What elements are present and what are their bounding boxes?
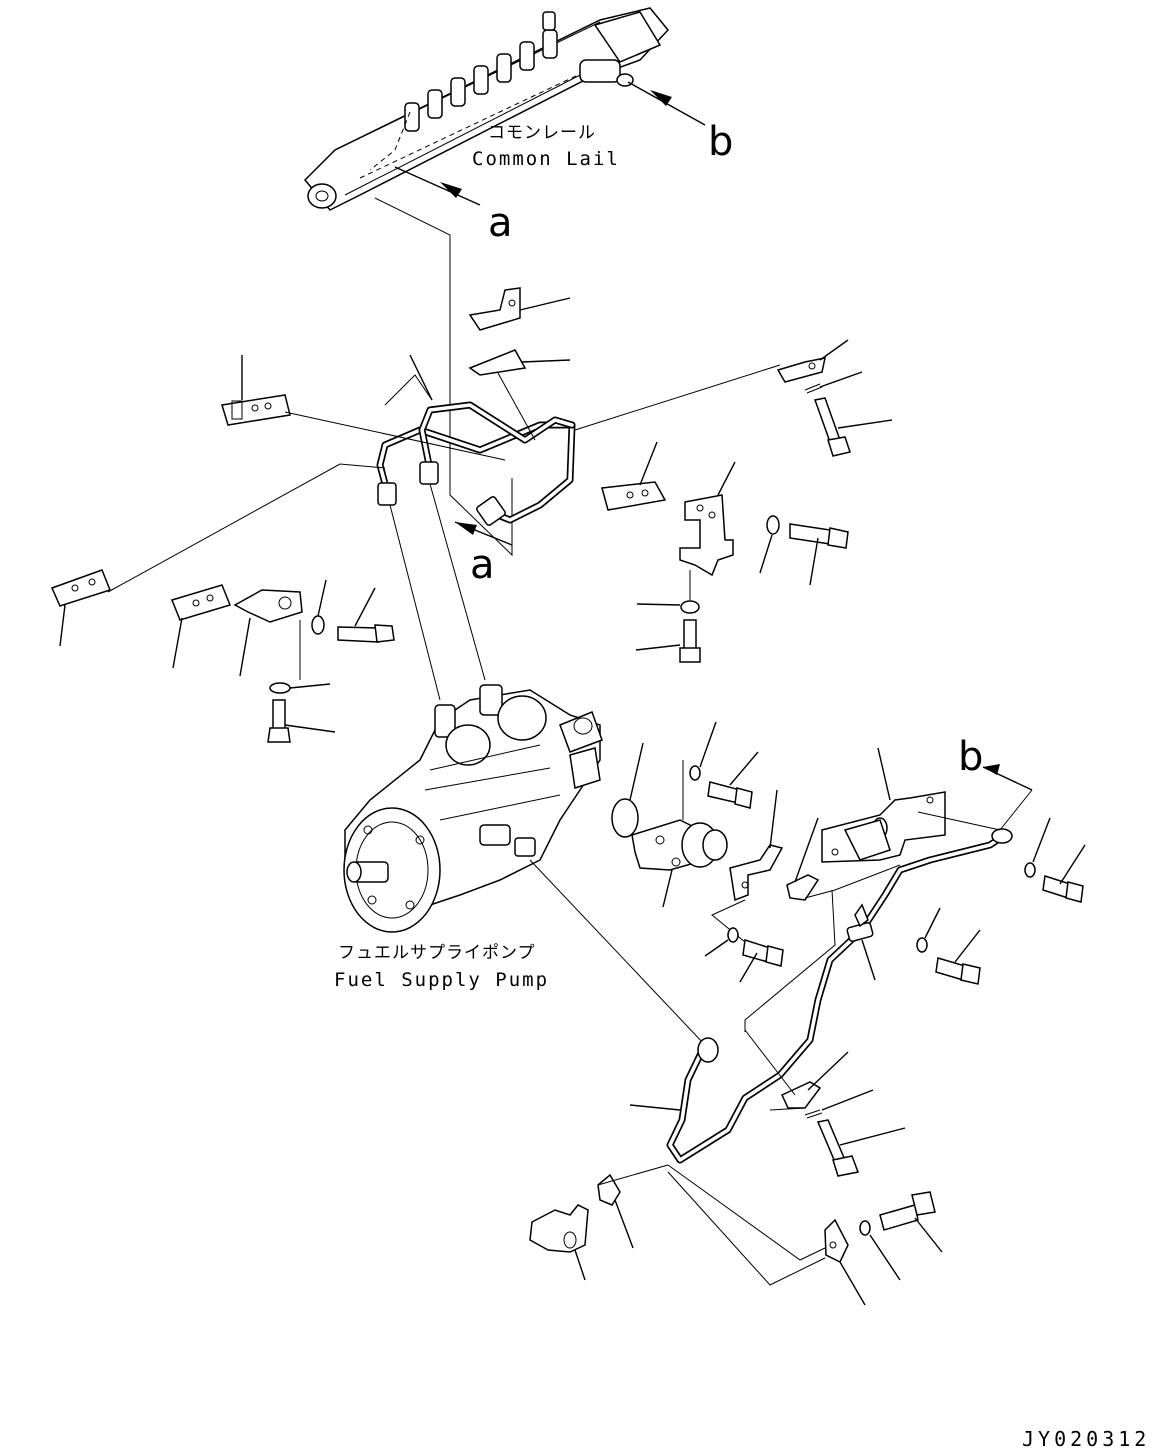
clip-small bbox=[786, 817, 901, 901]
washer-adapter bbox=[689, 721, 717, 781]
callout-b-top-letter: b bbox=[708, 119, 733, 165]
callout-b-mid-letter: b bbox=[958, 734, 983, 780]
bracket-adapter bbox=[711, 789, 784, 943]
spring-washer-right-upper bbox=[804, 371, 863, 394]
high-pressure-pipes bbox=[376, 401, 576, 701]
bracket-large bbox=[821, 747, 946, 863]
pump-label-en: Fuel Supply Pump bbox=[334, 969, 549, 991]
bolt-left bbox=[337, 587, 395, 643]
bolt-lower-right bbox=[816, 1119, 906, 1177]
callout-a-top-letter: a bbox=[488, 200, 513, 246]
callout-a-mid-letter: a bbox=[470, 542, 495, 588]
clamp-top-lower bbox=[468, 349, 571, 441]
callout-a-mid: a bbox=[454, 521, 513, 588]
washer-left bbox=[311, 579, 327, 635]
clamp-right-upper bbox=[574, 339, 849, 431]
fuel-adapter bbox=[631, 760, 728, 908]
pipe-clamp-left-mid bbox=[170, 584, 232, 669]
bolt-bracket-adapter bbox=[739, 939, 784, 983]
spring-washer-lower-right bbox=[804, 1089, 874, 1119]
callout-b-top: b bbox=[627, 81, 733, 165]
washer-right-upper bbox=[759, 515, 780, 574]
nut-right bbox=[636, 570, 700, 614]
leader-pipe-bracket bbox=[384, 374, 433, 406]
common-rail-label-en: Common Lail bbox=[472, 148, 620, 170]
o-ring bbox=[611, 742, 644, 838]
bolt-right-upper bbox=[814, 397, 893, 457]
clamp-right-mid bbox=[601, 441, 667, 511]
low-pressure-pipe bbox=[629, 811, 1013, 1164]
rail-injector-ports bbox=[404, 11, 558, 132]
clamp-bracket-left bbox=[233, 589, 303, 680]
drawing-code: JY020312 bbox=[1022, 1427, 1150, 1451]
fuel-supply-pump bbox=[343, 684, 603, 933]
nut-left bbox=[269, 682, 331, 694]
pipe-clamp-left-low bbox=[50, 463, 386, 647]
clip-lower-right bbox=[744, 1029, 849, 1111]
bracket-bottom-left bbox=[529, 1204, 589, 1281]
callout-b-mid: b bbox=[958, 734, 1033, 831]
rail-leader bbox=[374, 197, 513, 557]
washer-bottom-right bbox=[859, 1220, 901, 1281]
bolt-right-vertical bbox=[635, 619, 701, 663]
common-rail-label-jp: コモンレール bbox=[488, 123, 596, 143]
bolt-pipe-end bbox=[1042, 844, 1086, 903]
callout-a-top: a bbox=[394, 166, 513, 246]
bolt-adapter bbox=[707, 751, 759, 809]
bolt-pipe-mid bbox=[935, 929, 981, 985]
pump-label-jp: フュエルサプライポンプ bbox=[338, 943, 536, 963]
bolt-right-mid bbox=[789, 523, 849, 586]
washer-bracket-adapter bbox=[704, 927, 739, 957]
washer-pipe-mid bbox=[916, 907, 941, 953]
pump-leader bbox=[529, 859, 706, 1046]
bracket-right-upper bbox=[679, 461, 736, 577]
clip-bottom-right bbox=[667, 1164, 866, 1306]
clamp-top-upper bbox=[468, 287, 571, 331]
washer-pipe-end bbox=[1024, 817, 1051, 878]
bolt-bottom-right bbox=[879, 1191, 943, 1253]
clip-bottom-left bbox=[597, 1164, 669, 1249]
common-rail bbox=[303, 7, 669, 211]
leader-pipe-top bbox=[409, 354, 433, 401]
bolt-left-vertical bbox=[267, 699, 336, 743]
pipe-clamp-left-top bbox=[221, 355, 506, 461]
